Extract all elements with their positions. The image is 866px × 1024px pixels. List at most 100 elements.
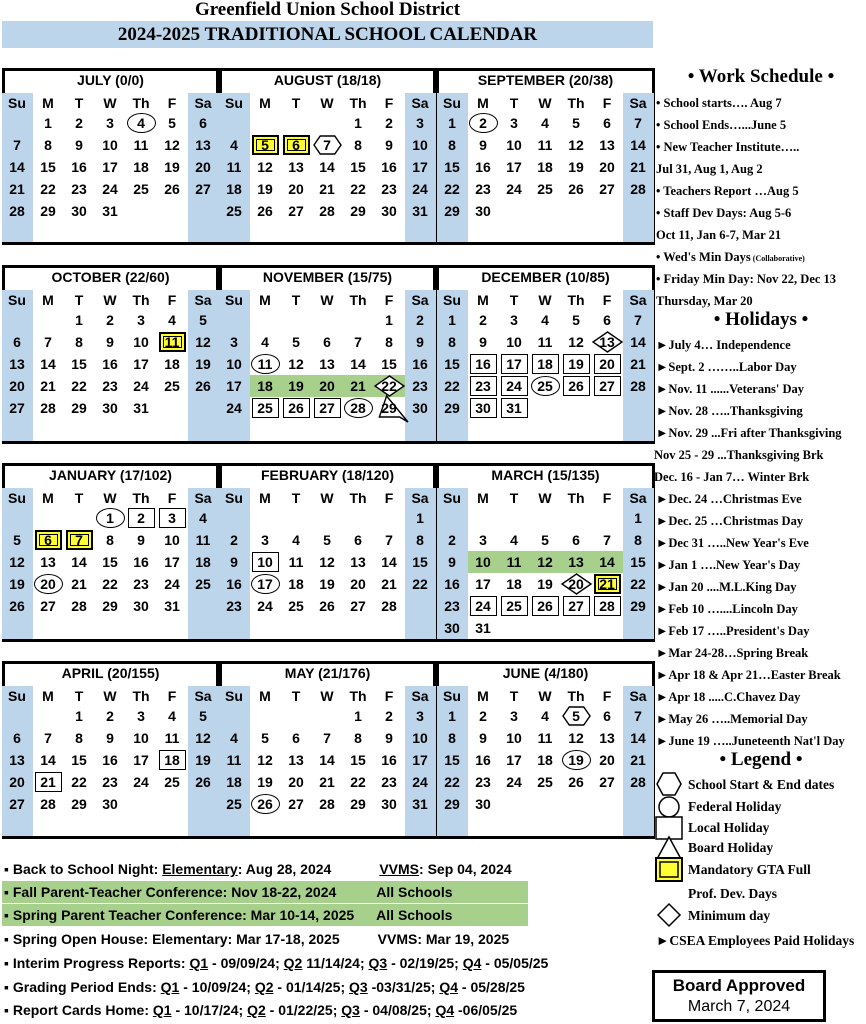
weekday-label: T <box>291 490 301 506</box>
calendar-day: 8 <box>44 137 52 153</box>
calendar-day: 21 <box>630 159 646 175</box>
saturday-column <box>405 686 436 836</box>
calendar-day: 1 <box>385 312 393 328</box>
calendar-day: 22 <box>444 774 460 790</box>
calendar-day: 29 <box>350 796 366 812</box>
calendar-day: 26 <box>568 378 584 394</box>
bts-elem-date: : Aug 28, 2024 <box>237 861 332 877</box>
weekday-label: Th <box>567 490 585 506</box>
report_cards-prefix: ▪ Report Cards Home: <box>4 1002 153 1018</box>
calendar-day: 31 <box>506 400 522 416</box>
calendar-day: 1 <box>448 312 456 328</box>
calendar-day: 11 <box>537 137 553 153</box>
calendar-day: 14 <box>381 554 397 570</box>
bts-elem-label: Elementary <box>162 861 238 877</box>
weekday-label: Sa <box>411 95 429 111</box>
calendar-day: 10 <box>133 730 149 746</box>
calendar-day: 8 <box>354 730 362 746</box>
calendar-day: 30 <box>133 598 149 614</box>
calendar-day: 6 <box>292 730 300 746</box>
calendar-day: 21 <box>9 181 25 197</box>
calendar-day: 7 <box>44 334 52 350</box>
calendar-day: 25 <box>537 181 553 197</box>
weekday-label: Th <box>349 490 367 506</box>
weekday-label: M <box>259 95 271 111</box>
calendar-day: 6 <box>323 334 331 350</box>
calendar-day: 8 <box>75 334 83 350</box>
weekday-label: M <box>259 292 271 308</box>
work-schedule-line: • Wed's Min Days (Collaborative) <box>656 250 805 264</box>
calendar-day: 31 <box>475 620 491 636</box>
calendar-day: 5 <box>199 312 207 328</box>
calendar-day: 17 <box>133 356 149 372</box>
calendar-day: 18 <box>195 554 211 570</box>
calendar-day: 28 <box>71 598 87 614</box>
calendar-day: 21 <box>630 356 646 372</box>
calendar-day: 17 <box>226 378 242 394</box>
calendar-day: 1 <box>354 708 362 724</box>
calendar-day: 24 <box>257 598 273 614</box>
calendar-day: 26 <box>257 203 273 219</box>
calendar-day: 26 <box>319 598 335 614</box>
calendar-day: 22 <box>444 181 460 197</box>
calendar-day: 14 <box>319 752 335 768</box>
interim-reports: ▪ Interim Progress Reports: Q1 - 09/09/2… <box>4 952 548 974</box>
calendar-day: 2 <box>385 708 393 724</box>
calendar-day: 5 <box>572 312 580 328</box>
calendar-day: 24 <box>226 400 242 416</box>
weekday-label: Th <box>567 95 585 111</box>
weekday-label: Su <box>8 292 26 308</box>
calendar-day: 27 <box>599 378 615 394</box>
work-schedule-line: • Friday Min Day: Nov 22, Dec 13 <box>656 272 837 286</box>
calendar-day: 21 <box>71 576 87 592</box>
weekday-label: W <box>103 292 117 308</box>
weekday-label: W <box>320 490 334 506</box>
calendar-day: 22 <box>350 774 366 790</box>
calendar-day: 5 <box>168 115 176 131</box>
legend-label: Local Holiday <box>688 820 770 835</box>
calendar-day: 1 <box>448 115 456 131</box>
calendar-day: 27 <box>319 400 335 416</box>
calendar-day: 27 <box>195 181 211 197</box>
holiday-line: ►Sept. 2 ……..Labor Day <box>656 360 797 374</box>
calendar-day: 19 <box>195 356 211 372</box>
calendar-day: 25 <box>164 378 180 394</box>
open-house-vvms: VVMS: Mar 19, 2025 <box>377 931 510 947</box>
calendar-day: 27 <box>288 203 304 219</box>
weekday-label: T <box>74 292 84 308</box>
calendar-day: 16 <box>381 752 397 768</box>
calendar-day: 13 <box>568 554 584 570</box>
calendar-day: 7 <box>354 334 362 350</box>
calendar-day: 26 <box>288 400 304 416</box>
calendar-day: 4 <box>168 312 176 328</box>
calendar-day: 11 <box>164 334 180 350</box>
weekday-label: T <box>74 688 84 704</box>
calendar-day: 6 <box>603 115 611 131</box>
weekday-label: T <box>291 292 301 308</box>
weekday-label: T <box>74 95 84 111</box>
calendar-day: 30 <box>381 203 397 219</box>
diamond-icon <box>656 902 682 928</box>
work-schedule-heading: • Work Schedule • <box>687 66 835 87</box>
calendar-day: 30 <box>102 400 118 416</box>
calendar-day: 3 <box>416 115 424 131</box>
calendar-day: 1 <box>75 708 83 724</box>
calendar-day: 11 <box>226 159 242 175</box>
calendar-day: 4 <box>137 115 145 131</box>
work-schedule-line: Thursday, Mar 20 <box>656 294 753 308</box>
weekday-label: M <box>42 95 54 111</box>
weekday-label: Sa <box>194 688 212 704</box>
weekday-label: W <box>538 688 552 704</box>
sunday-column <box>2 290 33 441</box>
calendar-day: 9 <box>479 137 487 153</box>
calendar-day: 5 <box>572 115 580 131</box>
calendar-day: 11 <box>506 554 522 570</box>
calendar-day: 19 <box>9 576 25 592</box>
grading-quarter-label: Q3 <box>349 979 368 995</box>
calendar-day: 5 <box>199 708 207 724</box>
calendar-day: 26 <box>9 598 25 614</box>
calendar-day: 27 <box>568 598 584 614</box>
calendar-day: 12 <box>319 554 335 570</box>
